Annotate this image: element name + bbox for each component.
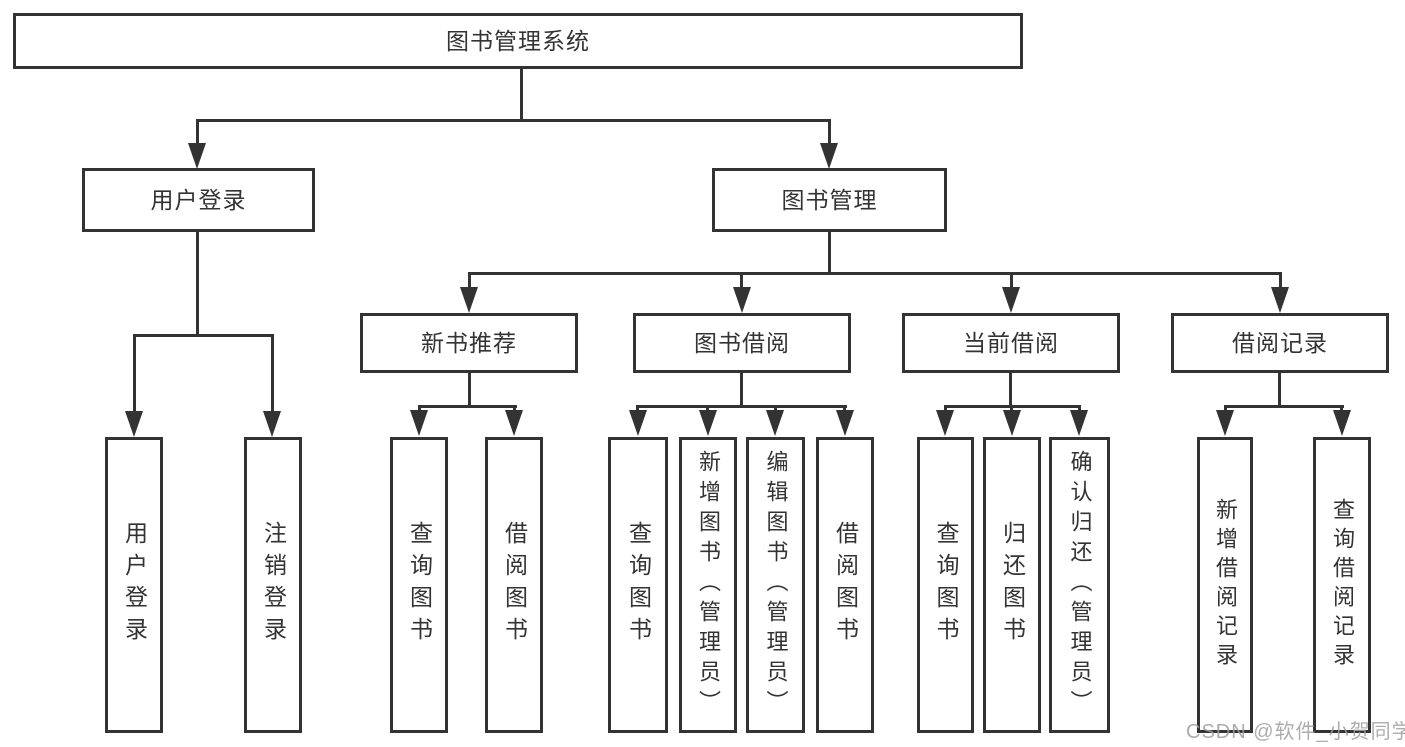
node-cb-return-leaf-label: 归还图书 [999, 521, 1026, 649]
arrow-down-icon [1003, 410, 1021, 436]
node-root: 图书管理系统 [13, 13, 1023, 69]
connector-drop-user-login [196, 119, 199, 147]
connector-shaft [513, 405, 516, 413]
node-cb-confirm-leaf: 确认归还（管理员） [1049, 437, 1110, 733]
connector-borrow-records-stem [1278, 373, 1281, 408]
node-borrow-records: 借阅记录 [1171, 313, 1389, 373]
node-logout-leaf-label: 注销登录 [260, 521, 287, 649]
connector-drop-book-mgmt [828, 119, 831, 147]
arrow-down-icon [1333, 410, 1351, 436]
connector-user-login-rail [133, 334, 274, 337]
node-br-query-leaf-label: 查询借阅记录 [1330, 498, 1355, 672]
arrow-down-icon [263, 411, 281, 437]
node-new-book-rec: 新书推荐 [360, 313, 578, 373]
node-new-book-rec-label: 新书推荐 [421, 329, 517, 356]
arrow-down-icon [766, 410, 784, 436]
node-br-add-leaf: 新增借阅记录 [1197, 437, 1253, 733]
connector-shaft [636, 405, 639, 413]
node-cb-query-leaf: 查询图书 [917, 437, 974, 733]
arrow-down-icon [460, 287, 478, 313]
node-user-login: 用户登录 [82, 168, 315, 232]
node-logout-leaf: 注销登录 [244, 437, 302, 733]
node-rec-query-leaf: 查询图书 [390, 437, 448, 733]
node-bb-add-leaf-label: 新增图书（管理员） [696, 450, 721, 720]
node-user-login-leaf-label: 用户登录 [121, 521, 148, 649]
node-cb-return-leaf: 归还图书 [983, 437, 1041, 733]
node-user-login-label: 用户登录 [150, 186, 247, 213]
node-br-query-leaf: 查询借阅记录 [1313, 437, 1371, 733]
connector-current-borrow-stem [1009, 373, 1012, 408]
arrow-down-icon [410, 410, 428, 436]
node-rec-borrow-leaf-label: 借阅图书 [501, 521, 528, 649]
connector-new-book-rec-rail [418, 405, 517, 408]
node-book-borrow: 图书借阅 [633, 313, 851, 373]
connector-root-stem [520, 69, 523, 121]
connector-user-login-stem [196, 232, 199, 337]
connector-shaft [418, 405, 421, 413]
node-book-mgmt: 图书管理 [712, 168, 947, 232]
node-borrow-records-label: 借阅记录 [1232, 329, 1328, 356]
node-cb-query-leaf-label: 查询图书 [933, 521, 959, 649]
connector-drop-current-borrow [1010, 272, 1013, 289]
connector-shaft [774, 405, 777, 413]
node-book-borrow-label: 图书借阅 [694, 329, 790, 356]
arrow-down-icon [936, 410, 954, 436]
connector-shaft [1224, 405, 1227, 413]
connector-shaft [1340, 405, 1343, 413]
node-bb-edit-leaf: 编辑图书（管理员） [746, 437, 805, 733]
node-current-borrow-label: 当前借阅 [963, 329, 1059, 356]
node-bb-edit-leaf-label: 编辑图书（管理员） [763, 450, 789, 720]
csdn-watermark: CSDN @软件_小贺同学 [1186, 721, 1405, 743]
connector-drop-borrow-records [1279, 272, 1282, 289]
arrow-down-icon [699, 410, 717, 436]
connector-shaft [944, 405, 947, 413]
arrow-down-icon [629, 410, 647, 436]
connector-shaft [1010, 405, 1013, 413]
node-br-add-leaf-label: 新增借阅记录 [1213, 498, 1238, 672]
node-book-mgmt-label: 图书管理 [781, 186, 878, 213]
arrow-down-icon [125, 411, 143, 437]
arrow-down-icon [1002, 287, 1020, 313]
connector-drop-new-book-rec [468, 272, 471, 289]
node-root-label: 图书管理系统 [446, 27, 590, 54]
connector-shaft [1078, 405, 1081, 413]
connector-drop-book-borrow [740, 272, 743, 289]
connector-shaft [843, 405, 846, 413]
connector-root-rail [196, 119, 831, 122]
node-bb-query-leaf: 查询图书 [608, 437, 668, 733]
arrow-down-icon [505, 410, 523, 436]
connector-book-borrow-stem [740, 373, 743, 408]
arrow-down-icon [1271, 287, 1289, 313]
connector-book-mgmt-stem [828, 232, 831, 275]
connector-book-mgmt-rail [468, 272, 1282, 275]
node-rec-query-leaf-label: 查询图书 [406, 521, 433, 649]
arrow-down-icon [1070, 410, 1088, 436]
node-cb-confirm-leaf-label: 确认归还（管理员） [1067, 450, 1093, 720]
node-bb-add-leaf: 新增图书（管理员） [679, 437, 737, 733]
connector-drop-login-child [133, 334, 136, 414]
connector-drop-logout-child [271, 334, 274, 414]
arrow-down-icon [836, 410, 854, 436]
connector-new-book-rec-stem [468, 373, 471, 408]
node-bb-query-leaf-label: 查询图书 [625, 521, 652, 649]
connector-shaft [706, 405, 709, 413]
connector-book-borrow-rail [636, 405, 847, 408]
arrow-down-icon [820, 143, 838, 169]
node-rec-borrow-leaf: 借阅图书 [485, 437, 543, 733]
node-bb-borrow-leaf: 借阅图书 [816, 437, 874, 733]
arrow-down-icon [733, 287, 751, 313]
connector-borrow-records-rail [1224, 405, 1344, 408]
arrow-down-icon [188, 143, 206, 169]
node-user-login-leaf: 用户登录 [105, 437, 163, 733]
node-current-borrow: 当前借阅 [902, 313, 1120, 373]
arrow-down-icon [1216, 410, 1234, 436]
node-bb-borrow-leaf-label: 借阅图书 [832, 521, 859, 649]
